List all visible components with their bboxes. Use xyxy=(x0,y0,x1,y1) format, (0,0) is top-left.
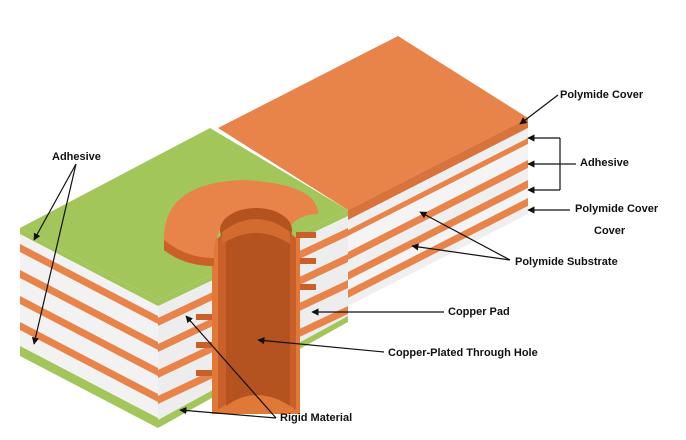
label-polymide-cover-top: Polymide Cover xyxy=(560,89,644,101)
label-adhesive-left: Adhesive xyxy=(52,151,101,163)
leader-adhesive-left-1 xyxy=(33,163,77,241)
leader-rigid-2 xyxy=(179,406,277,419)
label-rigid-material: Rigid Material xyxy=(280,412,353,424)
leader-rigid-1 xyxy=(185,315,277,419)
leader-lines xyxy=(31,94,576,419)
flex-front-layers xyxy=(348,118,528,306)
annular-ring xyxy=(164,180,318,266)
leader-adhesive-left-2 xyxy=(31,163,77,345)
label-polymide-cover-bottom-2: Cover xyxy=(594,225,626,237)
label-adhesive-right: Adhesive xyxy=(580,157,629,169)
copper-pads xyxy=(196,232,316,376)
rigid-front-face xyxy=(20,228,158,428)
leader-substrate-1 xyxy=(419,211,511,261)
flex-top-cover xyxy=(218,36,528,210)
label-copper-pad: Copper Pad xyxy=(448,306,510,318)
leader-through-hole xyxy=(257,337,385,353)
leader-polymide-cover xyxy=(519,94,559,125)
label-polymide-cover-bottom: Polymide Cover xyxy=(575,203,659,215)
label-through-hole: Copper-Plated Through Hole xyxy=(388,347,538,359)
leader-substrate-2 xyxy=(411,243,511,261)
label-polymide-substrate: Polymide Substrate xyxy=(515,256,618,268)
